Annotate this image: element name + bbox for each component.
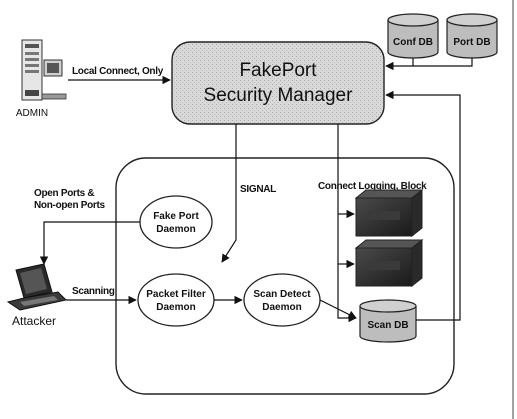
scan-db-to-manager-line — [385, 90, 461, 321]
scan-db-cylinder: Scan DB — [359, 299, 417, 343]
signal-arrow — [221, 124, 237, 263]
packet-filter-daemon-line2: Daemon — [156, 302, 195, 313]
admin-label: ADMIN — [16, 108, 48, 119]
scanning-label: Scanning — [72, 286, 115, 297]
laptop-icon — [6, 263, 68, 311]
dark-cube-icon — [354, 188, 424, 238]
conf-db-label: Conf DB — [393, 37, 433, 48]
scan-detect-daemon-node: Scan Detect Daemon — [243, 273, 321, 327]
detect-to-scandb-arrow — [319, 299, 357, 319]
open-ports-label-line2: Non-open Ports — [34, 200, 106, 211]
dark-cube-icon — [354, 238, 424, 288]
port-db-cylinder: Port DB — [446, 13, 498, 59]
attacker-label: Attacker — [12, 314, 56, 328]
scan-detect-daemon-line1: Scan Detect — [253, 289, 311, 300]
port-db-label: Port DB — [453, 37, 490, 48]
manager-to-blocks-line — [337, 124, 357, 323]
fake-port-daemon-line1: Fake Port — [153, 211, 199, 222]
manager-title-line1: FakePort — [239, 60, 317, 81]
manager-title-line2: Security Manager — [204, 85, 354, 106]
packet-filter-daemon-node: Packet Filter Daemon — [137, 273, 215, 327]
scan-detect-daemon-line2: Daemon — [262, 302, 301, 313]
open-ports-arrow — [39, 221, 140, 265]
packet-filter-daemon-line1: Packet Filter — [146, 289, 206, 300]
daemon-host-boundary — [115, 157, 455, 395]
fake-port-daemon-line2: Daemon — [156, 224, 195, 235]
port-db-to-manager-line — [413, 58, 473, 67]
fake-port-daemon-node: Fake Port Daemon — [139, 195, 213, 249]
security-manager-box: FakePort Security Manager — [171, 41, 385, 125]
conf-db-to-manager-line — [385, 58, 414, 71]
connect-logging-label: Connect Logging, Block — [318, 181, 427, 192]
open-ports-label-line1: Open Ports & — [34, 188, 94, 199]
signal-label: SIGNAL — [240, 184, 276, 195]
server-computer-icon — [21, 39, 67, 101]
local-connect-label: Local Connect, Only — [72, 66, 164, 77]
scan-db-label: Scan DB — [367, 320, 408, 331]
conf-db-cylinder: Conf DB — [387, 13, 439, 59]
